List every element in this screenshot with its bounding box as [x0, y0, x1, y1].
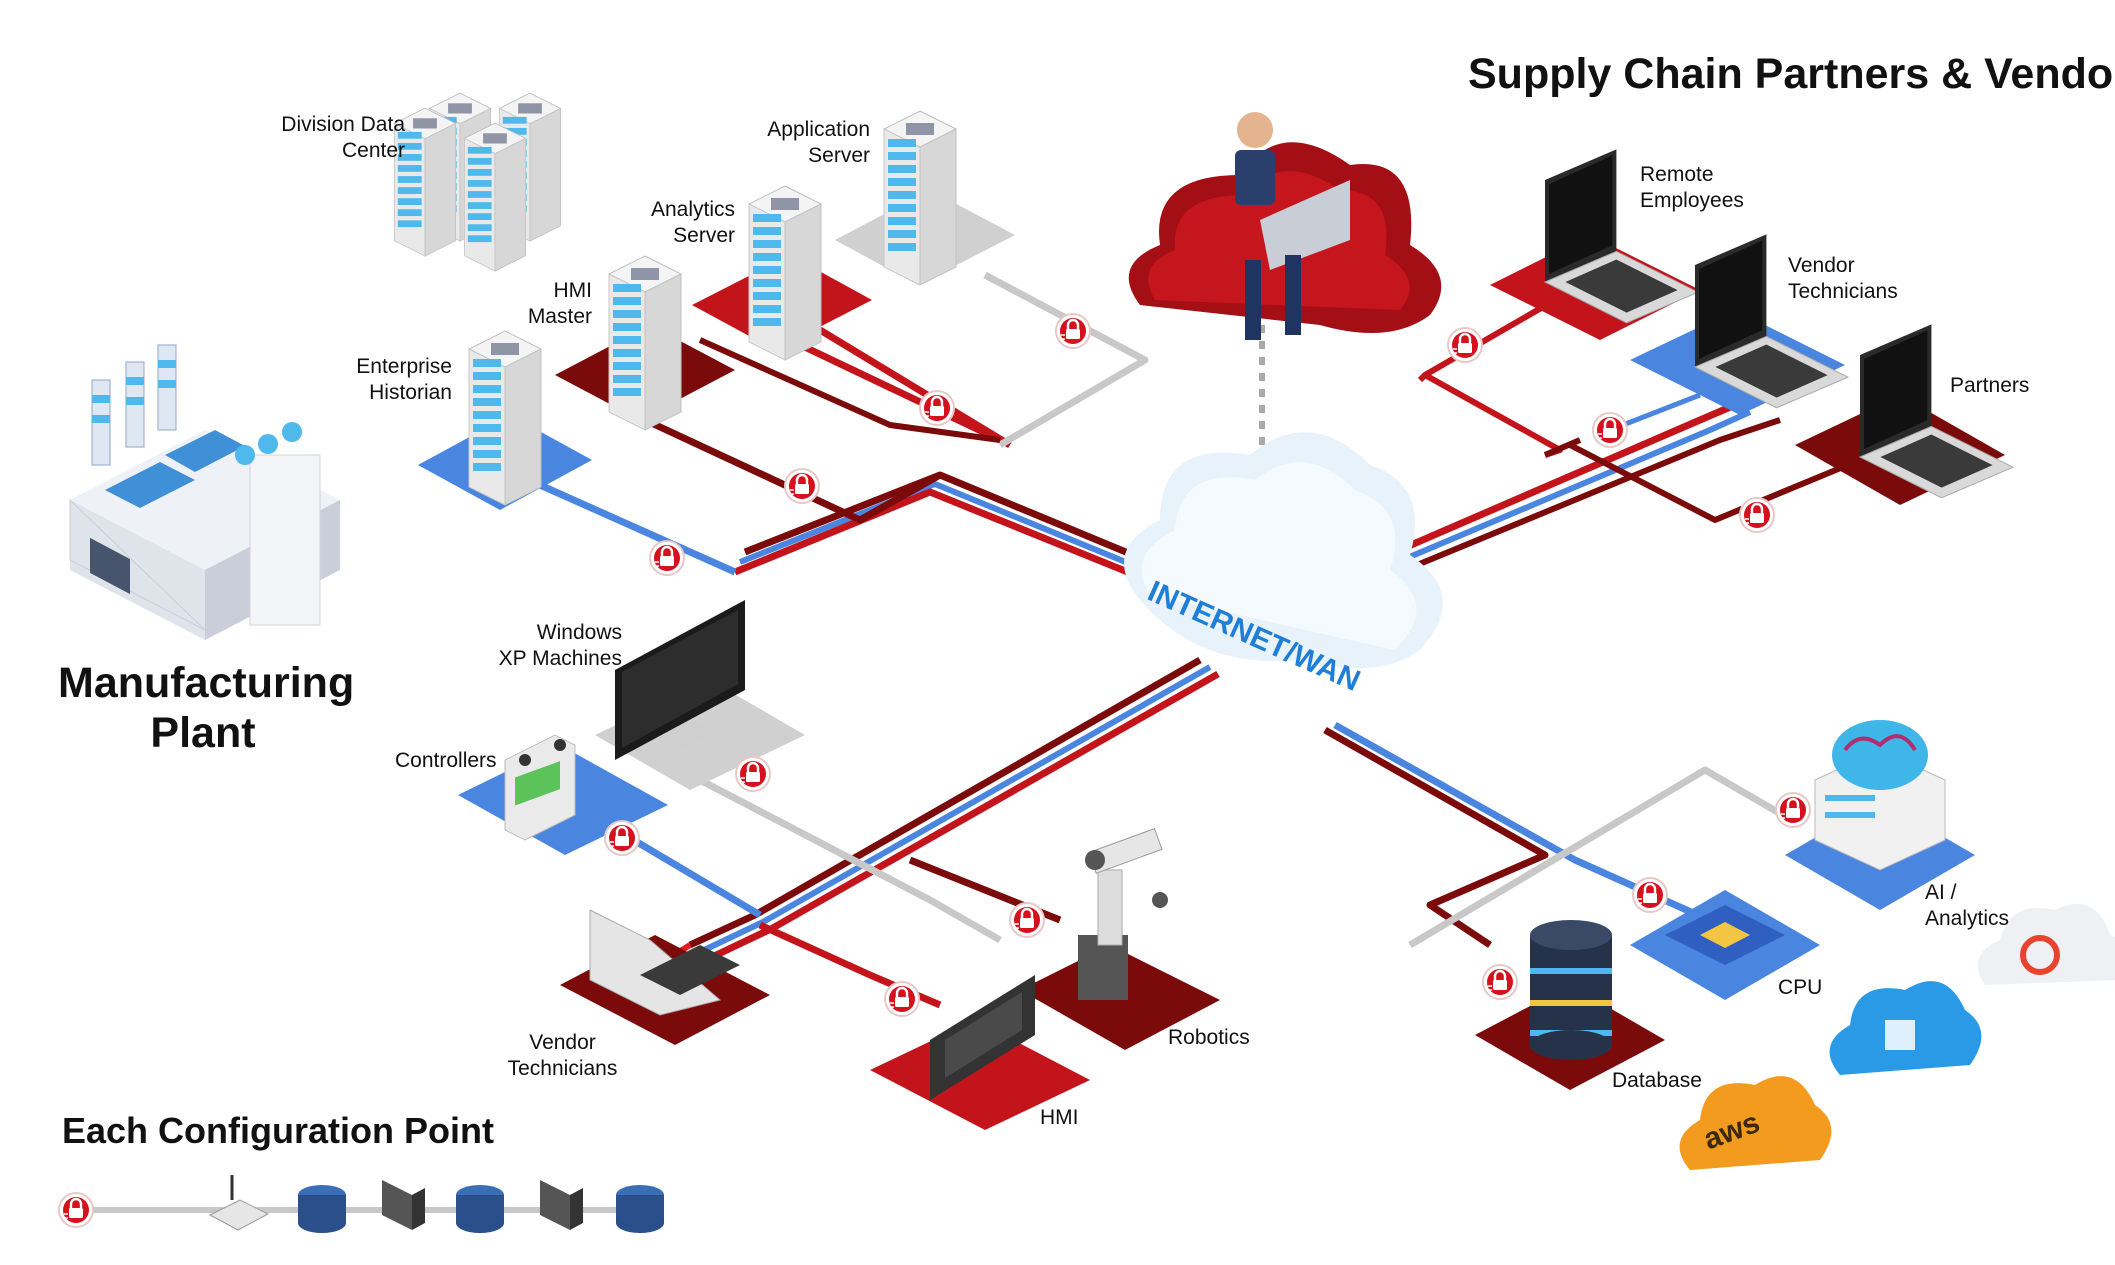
lock-icon	[883, 980, 921, 1018]
lock-icon	[648, 539, 686, 577]
application-server-icon	[883, 110, 957, 286]
google-cloud-icon	[1977, 903, 2115, 985]
factory-icon	[69, 344, 340, 640]
cpu-chip-icon	[1665, 905, 1785, 965]
title-line: Manufacturing	[58, 659, 355, 707]
network-links	[538, 271, 1862, 1009]
lock-icon	[1446, 326, 1484, 364]
lock-icon	[783, 467, 821, 505]
label-cpu: CPU	[1778, 976, 1823, 999]
switch-icon	[456, 1185, 504, 1233]
label-remote-employees: Remote Employees	[1640, 162, 1744, 214]
division-data-center-icon	[393, 92, 562, 272]
lock-icon	[57, 1191, 95, 1229]
label-line: Center	[341, 139, 405, 162]
windows-xp-monitor-icon	[615, 600, 745, 760]
lock-icon	[1481, 963, 1519, 1001]
firewall-icon	[382, 1180, 425, 1230]
label-line: Server	[673, 224, 735, 247]
switch-icon	[616, 1185, 664, 1233]
label-line: Vendor	[529, 1031, 596, 1054]
label-line: Historian	[369, 381, 452, 404]
label-line: Vendor	[1788, 254, 1855, 277]
label-analytics-server: Analytics Server	[620, 197, 735, 249]
azure-cloud-icon	[1829, 981, 1982, 1075]
label-line: HMI	[553, 279, 593, 302]
label-line: Division Data	[281, 113, 405, 136]
hmi-tablet-icon	[930, 975, 1035, 1100]
controllers-icon	[504, 734, 576, 841]
label-line: Windows	[536, 621, 622, 644]
label-windows-xp: Windows XP Machines	[480, 620, 622, 672]
label-ai-analytics: AI / Analytics	[1925, 880, 2009, 932]
robotic-arm-icon	[1078, 827, 1168, 1000]
vendor-technician-laptop-icon	[589, 909, 740, 1016]
label-partners: Partners	[1950, 374, 2030, 397]
aws-cloud-icon: aws	[1679, 1076, 1832, 1170]
router-device-icon	[208, 1175, 270, 1231]
lock-icon	[1774, 791, 1812, 829]
lock-icon	[1054, 312, 1092, 350]
label-line: Technicians	[507, 1057, 618, 1080]
label-line: Enterprise	[356, 355, 452, 378]
platform-hmi	[870, 1020, 1090, 1130]
label-line: Application	[767, 118, 870, 141]
label-line: Master	[527, 305, 592, 328]
database-icon	[1530, 920, 1612, 1060]
label-database: Database	[1612, 1069, 1702, 1092]
configuration-point-legend	[57, 1175, 664, 1233]
lock-icon	[1631, 876, 1669, 914]
analytics-server-icon	[748, 185, 822, 361]
supply-chain-title: Supply Chain Partners & Vendors	[1468, 50, 2115, 98]
label-line: XP Machines	[498, 647, 622, 670]
lock-icon	[603, 819, 641, 857]
label-vendor-technicians-partner: Vendor Technicians	[1788, 253, 1898, 305]
label-robotics: Robotics	[1168, 1026, 1250, 1049]
lock-icon	[1008, 901, 1046, 939]
label-controllers: Controllers	[395, 749, 497, 772]
label-enterprise-historian: Enterprise Historian	[330, 354, 452, 406]
label-line: Remote	[1640, 163, 1714, 186]
hmi-master-icon	[608, 255, 682, 431]
label-division-data-center: Division Data Center	[270, 112, 405, 164]
internet-wan-cloud: INTERNET/WAN	[1124, 432, 1443, 698]
label-line: Analytics	[650, 198, 735, 221]
cloud-remote-user-icon	[1128, 112, 1442, 340]
lock-icon	[734, 755, 772, 793]
label-line: AI /	[1925, 881, 1957, 904]
lock-icon	[1591, 411, 1629, 449]
lock-icon	[1738, 496, 1776, 534]
lock-icon	[918, 389, 956, 427]
firewall-icon	[540, 1180, 583, 1230]
label-hmi-master: HMI Master	[500, 278, 592, 330]
switch-icon	[298, 1185, 346, 1233]
label-line: Employees	[1640, 189, 1744, 212]
title-line: Plant	[150, 709, 256, 757]
label-line: Technicians	[1788, 280, 1898, 303]
label-vendor-technicians-plant: Vendor Technicians	[500, 1030, 625, 1082]
label-hmi: HMI	[1040, 1106, 1079, 1129]
each-configuration-point-title: Each Configuration Point	[62, 1110, 494, 1151]
ai-brain-server-icon	[1814, 720, 1946, 871]
enterprise-historian-icon	[468, 330, 542, 506]
label-application-server: Application Server	[740, 117, 870, 169]
label-line: Server	[808, 144, 870, 167]
manufacturing-plant-title: Manufacturing Plant	[58, 658, 355, 758]
label-line: Analytics	[1925, 907, 2010, 930]
